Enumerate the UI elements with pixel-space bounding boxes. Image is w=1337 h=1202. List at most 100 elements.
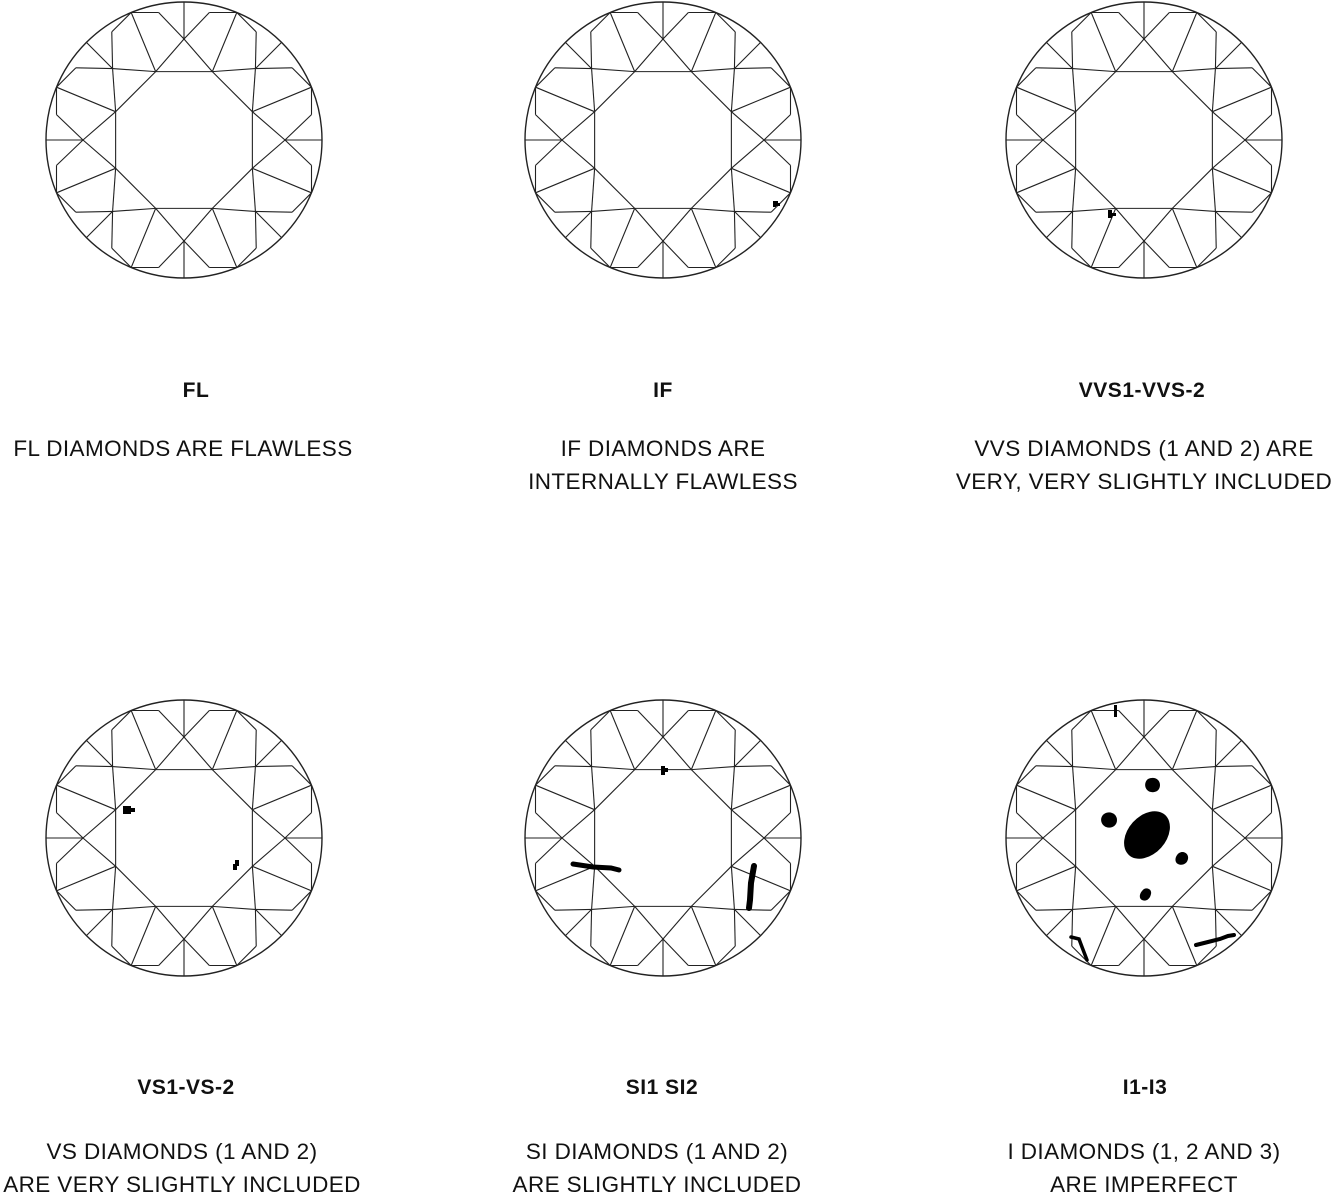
- facet-line: [554, 210, 592, 213]
- grade-description-i: I DIAMONDS (1, 2 AND 3) ARE IMPERFECT: [924, 1135, 1337, 1201]
- facet-line: [591, 68, 596, 112]
- grade-description-vs: VS DIAMONDS (1 AND 2) ARE VERY SLIGHTLY …: [0, 1135, 402, 1201]
- facet-line: [111, 12, 132, 33]
- facet-line: [86, 909, 113, 936]
- inclusion-crystal: [123, 806, 135, 814]
- facet-line: [662, 208, 692, 242]
- facet-line: [662, 906, 692, 940]
- facet-line: [594, 167, 636, 209]
- facet-line: [1115, 38, 1145, 72]
- facet-line: [731, 837, 765, 867]
- facet-line: [734, 210, 772, 213]
- facet-line: [1215, 765, 1253, 768]
- facet-line: [1072, 168, 1077, 212]
- facet-line: [86, 740, 113, 767]
- grade-title-vvs: VVS1-VVS-2: [1078, 379, 1206, 402]
- facet-line: [591, 905, 635, 910]
- facet-line: [1090, 906, 1117, 966]
- facet-line: [634, 208, 664, 242]
- inclusion-crystal: [1175, 851, 1189, 865]
- facet-line: [1215, 211, 1242, 238]
- facet-line: [56, 784, 116, 811]
- facet-line: [211, 208, 238, 268]
- facet-line: [56, 890, 77, 911]
- facet-line: [591, 766, 635, 771]
- facet-line: [590, 31, 593, 69]
- facet-line: [111, 945, 132, 966]
- facet-line: [763, 139, 791, 166]
- facet-line: [1143, 240, 1170, 268]
- facet-line: [255, 210, 293, 213]
- diamond-facets: [45, 1, 323, 279]
- facet-line: [236, 12, 257, 33]
- facet-line: [1016, 865, 1076, 892]
- facet-line: [1143, 906, 1173, 940]
- facet-line: [1251, 890, 1272, 911]
- facet-line: [254, 31, 257, 69]
- facet-line: [155, 906, 185, 940]
- description-line: ARE VERY SLIGHTLY INCLUDED: [3, 1172, 361, 1197]
- facet-line: [535, 865, 595, 892]
- facet-line: [690, 71, 732, 113]
- facet-line: [770, 67, 791, 88]
- facet-line: [1196, 12, 1217, 33]
- facet-line: [82, 111, 116, 141]
- facet-line: [1075, 71, 1117, 113]
- facet-line: [211, 769, 253, 811]
- facet-line: [291, 890, 312, 911]
- inclusion-feather: [1069, 935, 1089, 962]
- facet-line: [590, 909, 593, 947]
- facet-line: [1042, 809, 1076, 839]
- facet-line: [158, 12, 185, 40]
- facet-line: [535, 67, 556, 88]
- facet-line: [609, 710, 636, 770]
- facet-line: [1251, 192, 1272, 213]
- facet-line: [731, 139, 765, 169]
- facet-line: [1072, 866, 1077, 910]
- diamond-i-diagram: [1005, 699, 1283, 977]
- facet-line: [554, 908, 592, 911]
- facet-line: [183, 736, 213, 770]
- facet-line: [590, 729, 593, 767]
- facet-line: [734, 765, 772, 768]
- facet-line: [1035, 67, 1073, 70]
- facet-line: [637, 710, 664, 738]
- inclusion-feather: [1194, 933, 1236, 947]
- inclusion-feather: [746, 863, 757, 911]
- facet-line: [734, 909, 761, 936]
- facet-line: [56, 192, 77, 213]
- facet-line: [1090, 12, 1117, 72]
- facet-line: [535, 765, 556, 786]
- facet-line: [75, 765, 113, 768]
- description-line: INTERNALLY FLAWLESS: [528, 469, 798, 494]
- facet-line: [662, 38, 692, 72]
- facet-line: [1211, 68, 1216, 112]
- facet-line: [1215, 740, 1242, 767]
- facet-line: [691, 905, 735, 910]
- facet-line: [155, 736, 185, 770]
- facet-line: [715, 247, 736, 268]
- facet-line: [236, 945, 257, 966]
- facet-line: [251, 68, 256, 112]
- facet-line: [158, 938, 185, 966]
- facet-line: [730, 866, 735, 910]
- inclusion-crystal: [233, 860, 239, 870]
- facet-line: [252, 86, 312, 113]
- facet-line: [1215, 67, 1253, 70]
- facet-line: [731, 86, 791, 113]
- facet-line: [1016, 890, 1037, 911]
- grade-title-i: I1-I3: [1122, 1076, 1168, 1099]
- facet-line: [715, 710, 736, 731]
- facet-line: [1072, 766, 1116, 771]
- facet-line: [1071, 945, 1092, 966]
- inclusion-feather: [570, 861, 622, 873]
- facet-line: [1072, 68, 1116, 73]
- facet-line: [236, 247, 257, 268]
- facet-line: [1035, 210, 1073, 213]
- description-line: ARE IMPERFECT: [1050, 1172, 1238, 1197]
- facet-line: [662, 736, 692, 770]
- facet-line: [535, 812, 563, 839]
- facet-line: [609, 208, 636, 268]
- facet-line: [112, 905, 156, 910]
- facet-line: [591, 68, 635, 73]
